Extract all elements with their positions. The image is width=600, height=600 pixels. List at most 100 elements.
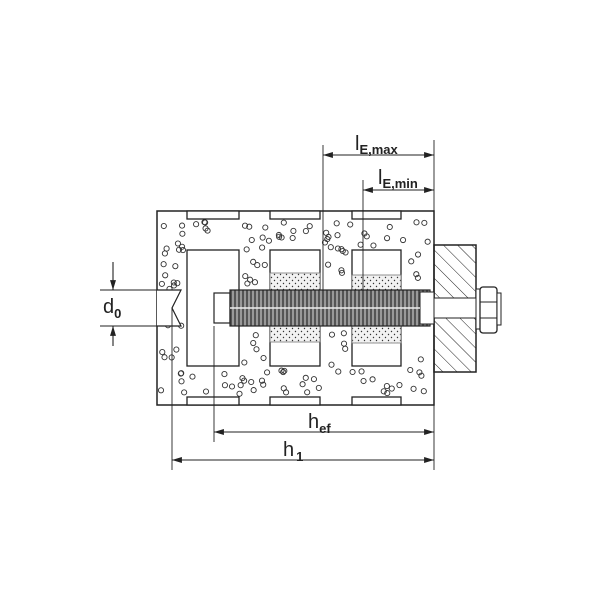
aggregate-dot <box>340 330 347 337</box>
aggregate-dot <box>289 234 296 242</box>
aggregate-dot <box>280 368 287 376</box>
aggregate-dot <box>177 370 184 377</box>
aggregate-dot <box>254 262 261 269</box>
aggregate-dot <box>363 233 370 240</box>
aggregate-dot <box>160 222 167 230</box>
label-hef: hef <box>308 411 331 436</box>
aggregate-dot <box>290 227 297 235</box>
aggregate-dot <box>304 389 311 396</box>
aggregate-dot <box>413 219 420 226</box>
aggregate-dot <box>413 271 420 278</box>
aggregate-dot <box>173 346 180 353</box>
aggregate-dot <box>265 237 272 244</box>
aggregate-dot <box>175 246 183 253</box>
aggregate-dot <box>250 339 257 347</box>
aggregate-dot <box>349 368 356 376</box>
aggregate-dot <box>360 377 367 385</box>
aggregate-dot <box>259 234 266 241</box>
aggregate-dot <box>416 369 423 376</box>
aggregate-dot <box>388 385 395 392</box>
aggregate-dot <box>338 267 345 274</box>
threaded-rod-end <box>213 292 231 324</box>
aggregate-dot <box>159 349 166 356</box>
aggregate-dot <box>241 222 249 229</box>
aggregate-dot <box>321 239 329 246</box>
aggregate-dot <box>418 372 425 379</box>
aggregate-dot <box>410 385 417 392</box>
aggregate-dot <box>259 244 266 251</box>
aggregate-dot <box>276 233 283 240</box>
aggregate-dot <box>417 356 424 363</box>
aggregate-dot <box>278 367 285 374</box>
aggregate-dot <box>260 354 267 362</box>
aggregate-dot <box>262 224 269 231</box>
aggregate-dot <box>400 236 407 244</box>
aggregate-dot <box>170 282 178 289</box>
aggregate-dot <box>347 221 354 228</box>
aggregate-dot <box>424 238 431 245</box>
aggregate-dot <box>299 381 306 388</box>
aggregate-dot <box>158 280 165 287</box>
aggregate-dot <box>179 222 186 229</box>
label-le-min: lE,min <box>378 167 418 191</box>
aggregate-dot <box>334 232 341 239</box>
aggregate-dot <box>174 240 181 247</box>
mortar-fill <box>269 272 402 344</box>
aggregate-dot <box>161 354 168 361</box>
aggregate-dot <box>302 227 309 235</box>
aggregate-dot <box>178 378 185 385</box>
aggregate-dot <box>161 250 168 257</box>
aggregate-dot <box>160 261 167 268</box>
aggregate-dot <box>248 236 255 244</box>
aggregate-dot <box>328 361 335 368</box>
aggregate-dot <box>407 366 414 374</box>
extension-lines <box>100 140 435 470</box>
aggregate-dot <box>334 245 341 252</box>
aggregate-dot <box>396 382 403 389</box>
aggregate-dot <box>420 388 427 395</box>
aggregate-dot <box>202 225 209 232</box>
aggregate-dot <box>252 332 259 339</box>
aggregate-dot <box>247 276 254 283</box>
aggregate-dot <box>250 387 257 394</box>
aggregate-dot <box>358 368 365 375</box>
aggregate-dot <box>414 251 422 258</box>
aggregate-dot <box>338 246 345 253</box>
aggregate-dot <box>280 219 287 226</box>
aggregate-dot <box>172 263 179 270</box>
aggregate-dot <box>258 377 266 384</box>
aggregate-dot <box>241 359 248 366</box>
aggregate-dot <box>202 388 210 395</box>
aggregate-dot <box>327 244 334 251</box>
aggregate-dot <box>384 390 391 397</box>
aggregate-dot <box>253 346 260 353</box>
aggregate-dot <box>306 223 313 230</box>
aggregate-dot <box>221 382 228 389</box>
aggregate-dot <box>340 340 348 347</box>
aggregate-dot <box>241 377 248 384</box>
aggregate-dot <box>369 376 376 383</box>
aggregate-dot <box>250 258 257 265</box>
aggregate-dot <box>260 381 267 388</box>
aggregate-dot <box>242 273 249 280</box>
hex-nut <box>479 286 498 334</box>
aggregate-dot <box>193 221 200 228</box>
aggregate-dot <box>162 272 169 279</box>
aggregate-dot <box>421 219 428 226</box>
aggregate-dot <box>383 383 390 390</box>
aggregate-dot <box>243 246 250 253</box>
aggregate-dot <box>283 389 290 396</box>
aggregate-dot <box>328 331 336 338</box>
aggregate-dot <box>335 368 342 375</box>
aggregate-dot <box>189 373 196 380</box>
aggregate-dot <box>338 269 346 276</box>
aggregate-dot <box>302 374 309 381</box>
aggregate-dot <box>380 388 387 395</box>
aggregate-dot <box>179 247 187 254</box>
aggregate-dot <box>386 223 393 231</box>
aggregate-dot <box>333 220 340 227</box>
aggregate-dot <box>221 371 228 378</box>
aggregate-dot <box>228 383 236 390</box>
